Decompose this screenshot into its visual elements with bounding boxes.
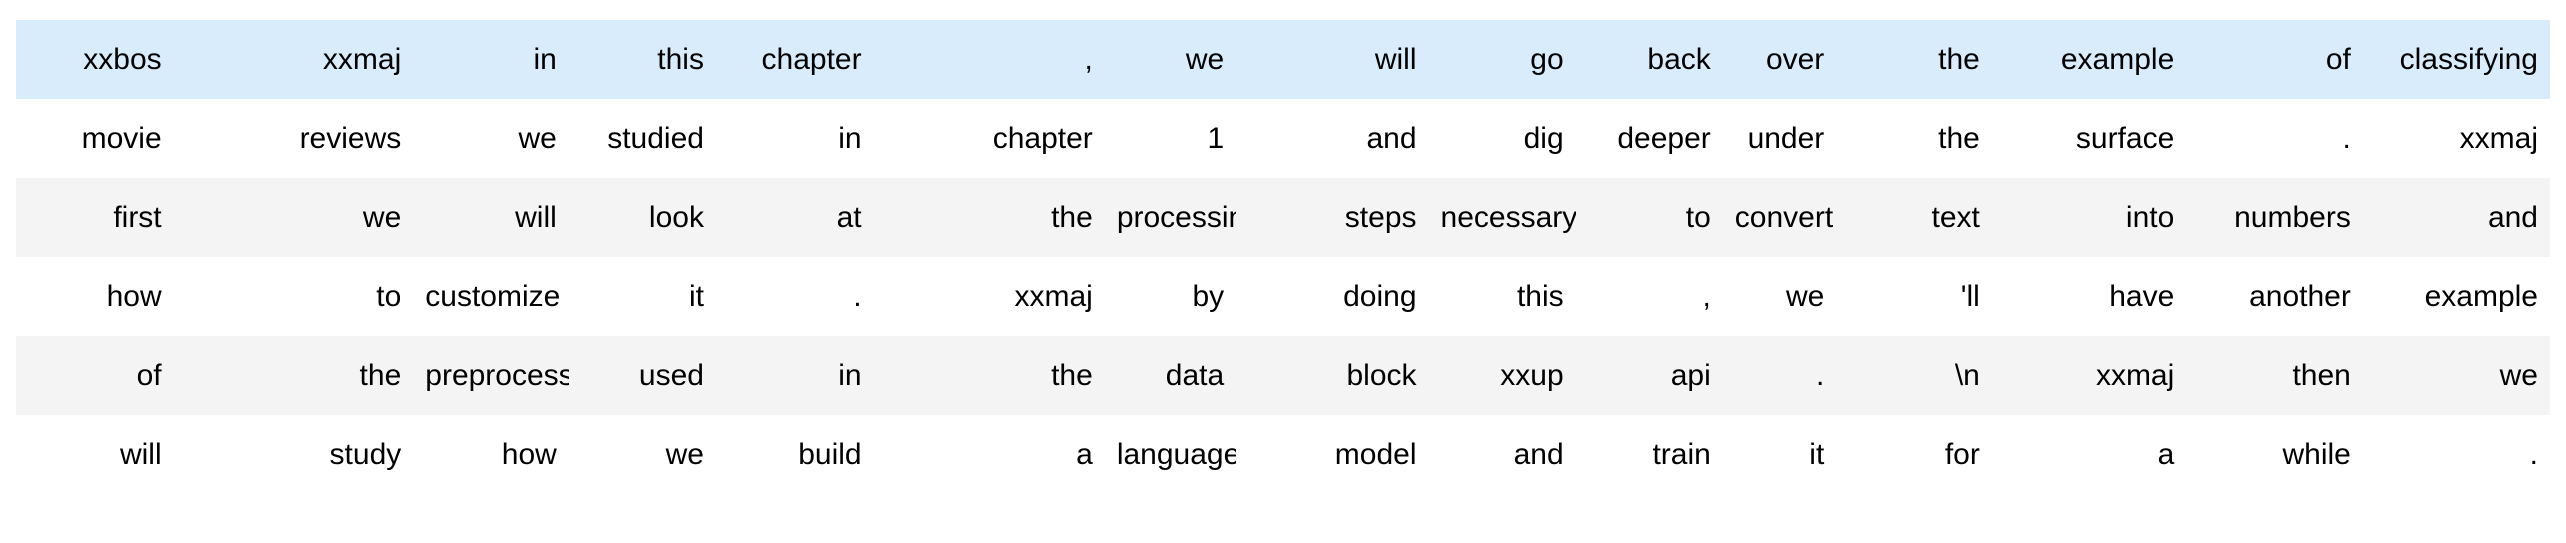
token-cell: the (1836, 20, 1992, 99)
token-cell: dig (1428, 99, 1576, 178)
token-cell: 1 (1104, 99, 1237, 178)
token-cell: will (16, 415, 174, 494)
token-cell: a (1991, 415, 2187, 494)
token-cell: . (2186, 99, 2363, 178)
token-cell: numbers (2186, 178, 2363, 257)
token-cell: while (2186, 415, 2363, 494)
token-cell: we (1722, 257, 1837, 336)
token-cell: into (1991, 178, 2187, 257)
token-cell: example (2362, 257, 2550, 336)
token-cell: api (1575, 336, 1723, 415)
token-cell: we (1104, 20, 1237, 99)
token-cell: example (1991, 20, 2187, 99)
token-cell: studied (568, 99, 716, 178)
token-cell: used (568, 336, 716, 415)
token-cell: block (1236, 336, 1429, 415)
token-cell: another (2186, 257, 2363, 336)
token-cell: necessary (1428, 178, 1576, 257)
token-cell: 'll (1836, 257, 1992, 336)
token-cell: surface (1991, 99, 2187, 178)
token-cell: in (715, 336, 874, 415)
token-cell: movie (16, 99, 174, 178)
token-cell: the (173, 336, 414, 415)
token-cell: of (2186, 20, 2363, 99)
token-cell: to (1575, 178, 1723, 257)
token-cell: deeper (1575, 99, 1723, 178)
token-cell: . (715, 257, 874, 336)
token-cell: look (568, 178, 716, 257)
token-cell: under (1722, 99, 1837, 178)
token-cell: and (1428, 415, 1576, 494)
token-cell: this (1428, 257, 1576, 336)
token-cell: xxup (1428, 336, 1576, 415)
table-row: firstwewilllookattheprocessingstepsneces… (16, 178, 2550, 257)
token-cell: to (173, 257, 414, 336)
token-cell: how (16, 257, 174, 336)
token-cell: in (715, 99, 874, 178)
token-cell: xxmaj (1991, 336, 2187, 415)
token-cell: back (1575, 20, 1723, 99)
token-cell: have (1991, 257, 2187, 336)
token-cell: go (1428, 20, 1576, 99)
token-cell: train (1575, 415, 1723, 494)
token-cell: will (1236, 20, 1429, 99)
token-cell: reviews (173, 99, 414, 178)
token-cell: this (568, 20, 716, 99)
token-cell: processing (1104, 178, 1237, 257)
token-cell: we (2362, 336, 2550, 415)
token-cell: steps (1236, 178, 1429, 257)
token-cell: text (1836, 178, 1992, 257)
token-cell: language (1104, 415, 1237, 494)
token-cell: a (873, 415, 1105, 494)
token-cell: xxmaj (2362, 99, 2550, 178)
token-cell: we (413, 99, 569, 178)
token-cell: . (1722, 336, 1837, 415)
token-cell: , (1575, 257, 1723, 336)
token-cell: in (413, 20, 569, 99)
token-cell: chapter (715, 20, 874, 99)
table-row: ofthepreprocessorusedinthedatablockxxupa… (16, 336, 2550, 415)
token-cell: we (568, 415, 716, 494)
token-cell: xxbos (16, 20, 174, 99)
token-cell: how (413, 415, 569, 494)
token-cell: the (873, 178, 1105, 257)
token-cell: xxmaj (873, 257, 1105, 336)
token-cell: . (2362, 415, 2550, 494)
token-cell: customize (413, 257, 569, 336)
token-cell: the (873, 336, 1105, 415)
token-cell: preprocessor (413, 336, 569, 415)
token-cell: study (173, 415, 414, 494)
token-cell: data (1104, 336, 1237, 415)
token-cell: it (1722, 415, 1837, 494)
token-cell: xxmaj (173, 20, 414, 99)
token-cell: , (873, 20, 1105, 99)
token-cell: we (173, 178, 414, 257)
token-cell: will (413, 178, 569, 257)
token-cell: for (1836, 415, 1992, 494)
token-cell: the (1836, 99, 1992, 178)
token-cell: build (715, 415, 874, 494)
token-cell: chapter (873, 99, 1105, 178)
token-cell: \n (1836, 336, 1992, 415)
token-cell: over (1722, 20, 1837, 99)
token-cell: model (1236, 415, 1429, 494)
token-cell: it (568, 257, 716, 336)
token-cell: doing (1236, 257, 1429, 336)
token-cell: then (2186, 336, 2363, 415)
token-cell: classifying (2362, 20, 2550, 99)
token-cell: first (16, 178, 174, 257)
token-cell: of (16, 336, 174, 415)
token-cell: by (1104, 257, 1237, 336)
token-cell: and (1236, 99, 1429, 178)
token-cell: at (715, 178, 874, 257)
token-cell: convert (1722, 178, 1837, 257)
token-cell: and (2362, 178, 2550, 257)
